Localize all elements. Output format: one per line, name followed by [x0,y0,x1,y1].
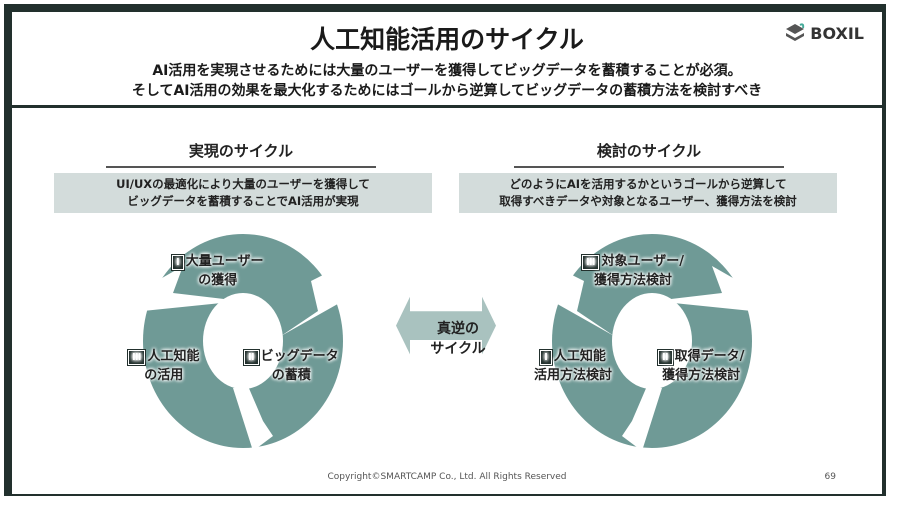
right-cycle [552,234,752,451]
roman-numeral-badge: Ⅲ [580,254,601,271]
boxil-logo: BOXIL [784,22,864,44]
right-description: どのようにAIを活用するかというゴールから逆算して 取得すべきデータや対象となる… [459,173,837,213]
step-label: 獲得方法検討 [662,368,741,383]
step-label: 人工知能 [553,349,606,364]
desc-line: どのようにAIを活用するかというゴールから逆算して [509,177,787,191]
left-description: UI/UXの最適化により大量のユーザーを獲得して ビッグデータを蓄積することでA… [54,173,432,213]
reverse-cycle-label: 真逆の サイクル [408,304,508,374]
subtitle-line: AI活用を実現させるためには大量のユーザーを獲得してビッグデータを蓄積することが… [152,63,742,79]
step-label: の蓄積 [271,368,311,383]
roman-numeral-badge: Ⅱ [657,349,674,366]
step-label: 大量ユーザー [185,254,264,269]
logo-text: BOXIL [810,23,864,43]
left-cycle [143,234,343,451]
right-column-title: 検討のサイクル [514,140,784,168]
step-label: ビッグデータ [260,349,339,364]
slide: 人工知能活用のサイクル AI活用を実現させるためには大量のユーザーを獲得してビッ… [12,12,882,494]
page-title: 人工知能活用のサイクル [310,25,584,54]
roman-numeral-badge: Ⅲ [126,349,147,366]
right-cycle-gap [622,386,662,451]
boxil-logo-icon [786,23,805,41]
step-label: 人工知能 [147,349,200,364]
middle-label: 真逆の [437,321,479,337]
desc-line: 取得すべきデータや対象となるユーザー、獲得方法を検討 [499,194,797,208]
step-label: 活用方法検討 [534,368,613,383]
step-label: の獲得 [198,273,238,288]
right-cycle-gap [552,271,614,336]
left-cycle-gap [281,271,343,336]
desc-line: UI/UXの最適化により大量のユーザーを獲得して [116,177,370,191]
page-number: 69 [824,472,836,482]
copyright: Copyright©SMARTCAMP Co., Ltd. All Rights… [327,472,567,482]
double-arrow [396,296,496,355]
roman-numeral-badge: Ⅰ [171,254,185,271]
right-cycle-gap [654,266,752,311]
roman-numeral-badge: Ⅰ [539,349,553,366]
step-label: 獲得方法検討 [593,273,672,288]
slide-header: 人工知能活用のサイクル AI活用を実現させるためには大量のユーザーを獲得してビッ… [12,12,882,108]
desc-line: ビッグデータを蓄積することでAI活用が実現 [127,194,359,208]
cycle-diagrams [143,234,752,451]
roman-numeral-badge: Ⅱ [243,349,260,366]
left-cycle-gap [143,266,241,311]
left-column-title: 実現のサイクル [106,140,376,168]
step-label: 対象ユーザー/ [601,254,684,269]
step-label: 取得データ/ [674,349,745,364]
subtitle-line: そしてAI活用の効果を最大化するためにはゴールから逆算してビッグデータの蓄積方法… [131,83,763,99]
step-label: の活用 [144,368,184,383]
middle-label: サイクル [430,341,486,357]
left-cycle-gap [233,386,273,451]
